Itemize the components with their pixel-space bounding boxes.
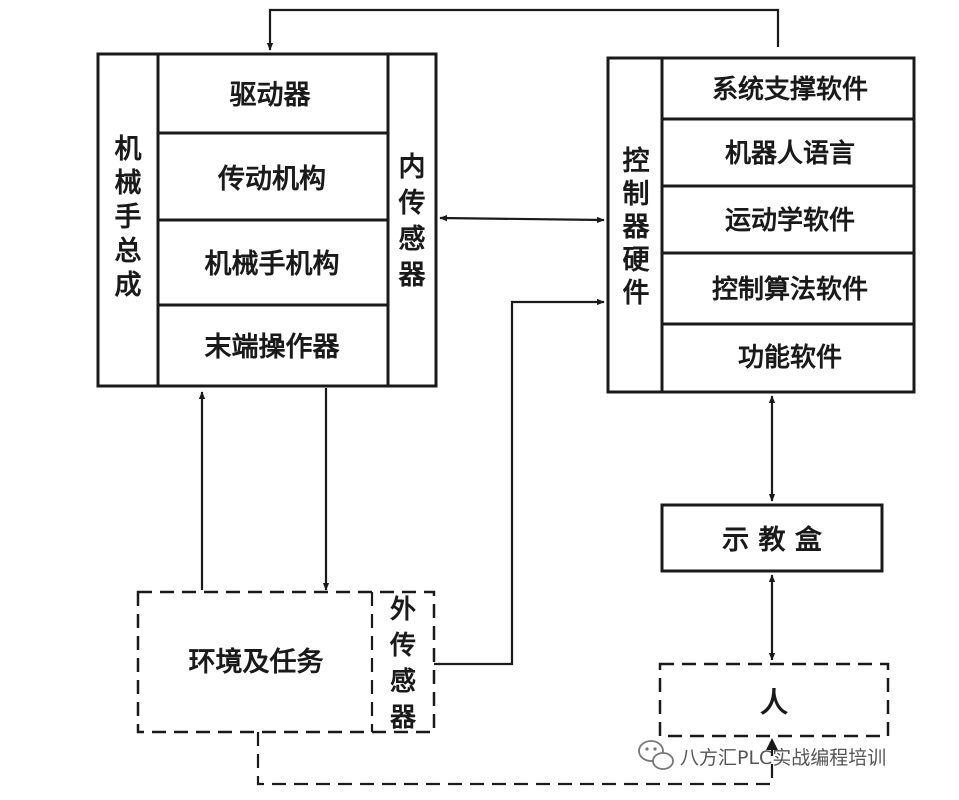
manipulator-assembly-label-char: 机 bbox=[115, 134, 142, 165]
outer-sensor-label-char: 器 bbox=[389, 703, 417, 733]
manipulator-assembly-label-char: 成 bbox=[115, 270, 142, 301]
environment-task-label: 环境及任务 bbox=[189, 647, 324, 678]
manipulator-assembly-label-char: 总 bbox=[115, 236, 142, 267]
controller-hardware-label-char: 制 bbox=[623, 179, 650, 210]
person-label: 人 bbox=[760, 686, 788, 719]
transmission-label: 传动机构 bbox=[217, 164, 326, 195]
person-box bbox=[658, 662, 890, 738]
outer-sensor-label-char: 外 bbox=[390, 595, 416, 625]
teach-box bbox=[660, 503, 884, 573]
environment-person-arrowhead bbox=[766, 738, 778, 750]
connectors bbox=[198, 8, 780, 786]
function-software-label: 功能软件 bbox=[738, 342, 842, 373]
drive-label: 驱动器 bbox=[230, 80, 312, 111]
controller-hardware-label-char: 器 bbox=[622, 212, 651, 243]
environment-person-dashed-link bbox=[256, 732, 774, 786]
robot-language-label: 机器人语言 bbox=[725, 139, 855, 169]
controller-frame bbox=[606, 56, 916, 394]
inner-sensor-label-char: 传 bbox=[398, 188, 426, 219]
environment-box bbox=[136, 590, 436, 734]
inner-sensor-label-char: 内 bbox=[399, 152, 426, 183]
manipulator-assembly-label-char: 械 bbox=[115, 168, 142, 199]
manipulator-assembly-label-char: 手 bbox=[115, 202, 142, 233]
end-effector-label: 末端操作器 bbox=[205, 332, 341, 363]
outer-sensor-label-char: 传 bbox=[389, 631, 416, 661]
control-algorithm-software-label: 控制算法软件 bbox=[712, 274, 868, 305]
watermark-text: 八方汇PLC实战编程培训 bbox=[680, 747, 886, 769]
kinematics-software-label: 运动学软件 bbox=[725, 205, 855, 236]
top-feedback-arrow bbox=[266, 8, 780, 51]
inner-sensor-controller-arrow bbox=[439, 214, 605, 224]
controller-hardware-label-char: 件 bbox=[623, 278, 650, 309]
inner-sensor-label-char: 感 bbox=[399, 223, 426, 255]
system-support-software-label: 系统支撑软件 bbox=[712, 74, 868, 105]
outer-sensor-label-char: 感 bbox=[390, 667, 416, 697]
manipulator-mechanism-label: 机械手机构 bbox=[205, 249, 340, 280]
controller-hardware-label-char: 硬 bbox=[623, 245, 651, 276]
outer-sensor-to-controller-arrow bbox=[434, 298, 605, 666]
controller-hardware-label-char: 控 bbox=[623, 146, 650, 177]
teach-box-label: 示 教 盒 bbox=[722, 524, 823, 556]
watermark: 八方汇PLC实战编程培训 bbox=[638, 740, 886, 770]
inner-sensor-label-char: 器 bbox=[398, 260, 427, 291]
wechat-icon bbox=[638, 740, 674, 770]
